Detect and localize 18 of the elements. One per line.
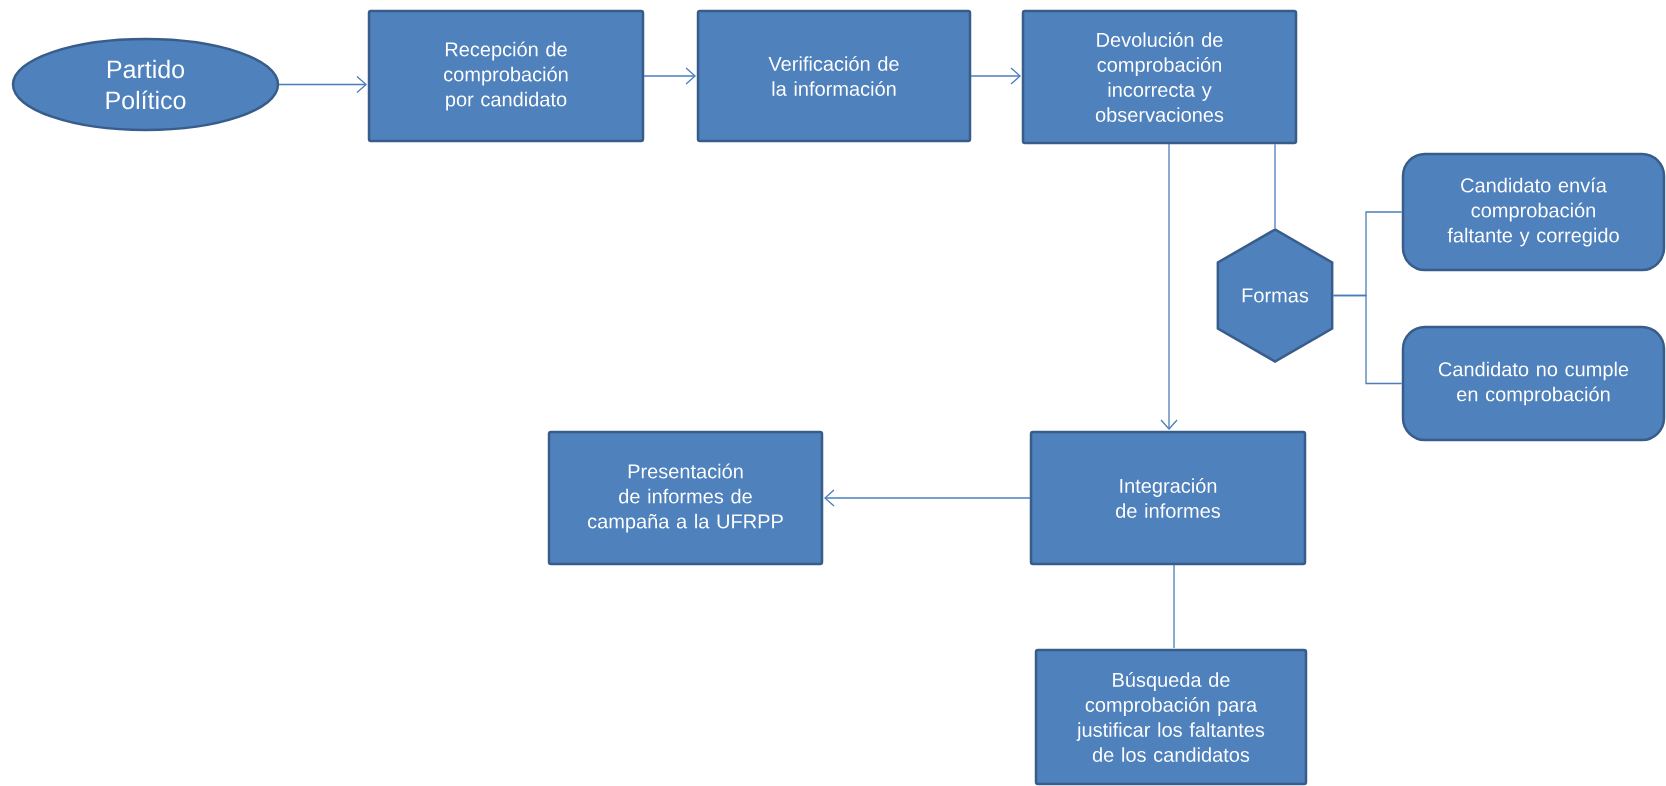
arrow bbox=[824, 489, 1031, 507]
process-box: Búsqueda de comprobación para justificar los faltantes de los candidatos bbox=[1034, 648, 1308, 786]
connector-line bbox=[1274, 143, 1276, 229]
connector-line bbox=[1332, 294, 1403, 385]
hexagon-node: Formas bbox=[1216, 228, 1334, 363]
process-box: Recepción de comprobación por candidato bbox=[367, 9, 645, 143]
ellipse-node: Partido Político bbox=[11, 37, 280, 132]
process-box: Presentación de informes de campaña a la UFRPP bbox=[547, 430, 824, 566]
process-box: Integración de informes bbox=[1029, 430, 1307, 566]
rounded-box: Candidato no cumple en comprobación bbox=[1401, 325, 1666, 442]
arrow bbox=[970, 67, 1021, 85]
connector-line bbox=[1173, 564, 1175, 649]
process-box: Verificación de la información bbox=[696, 9, 972, 143]
process-box: Devolución de comprobación incorrecta y observaciones bbox=[1021, 9, 1298, 145]
arrow bbox=[1160, 143, 1178, 430]
arrow bbox=[278, 75, 367, 94]
arrow bbox=[643, 67, 696, 85]
rounded-box: Candidato envía comprobación faltante y corregido bbox=[1401, 152, 1666, 272]
